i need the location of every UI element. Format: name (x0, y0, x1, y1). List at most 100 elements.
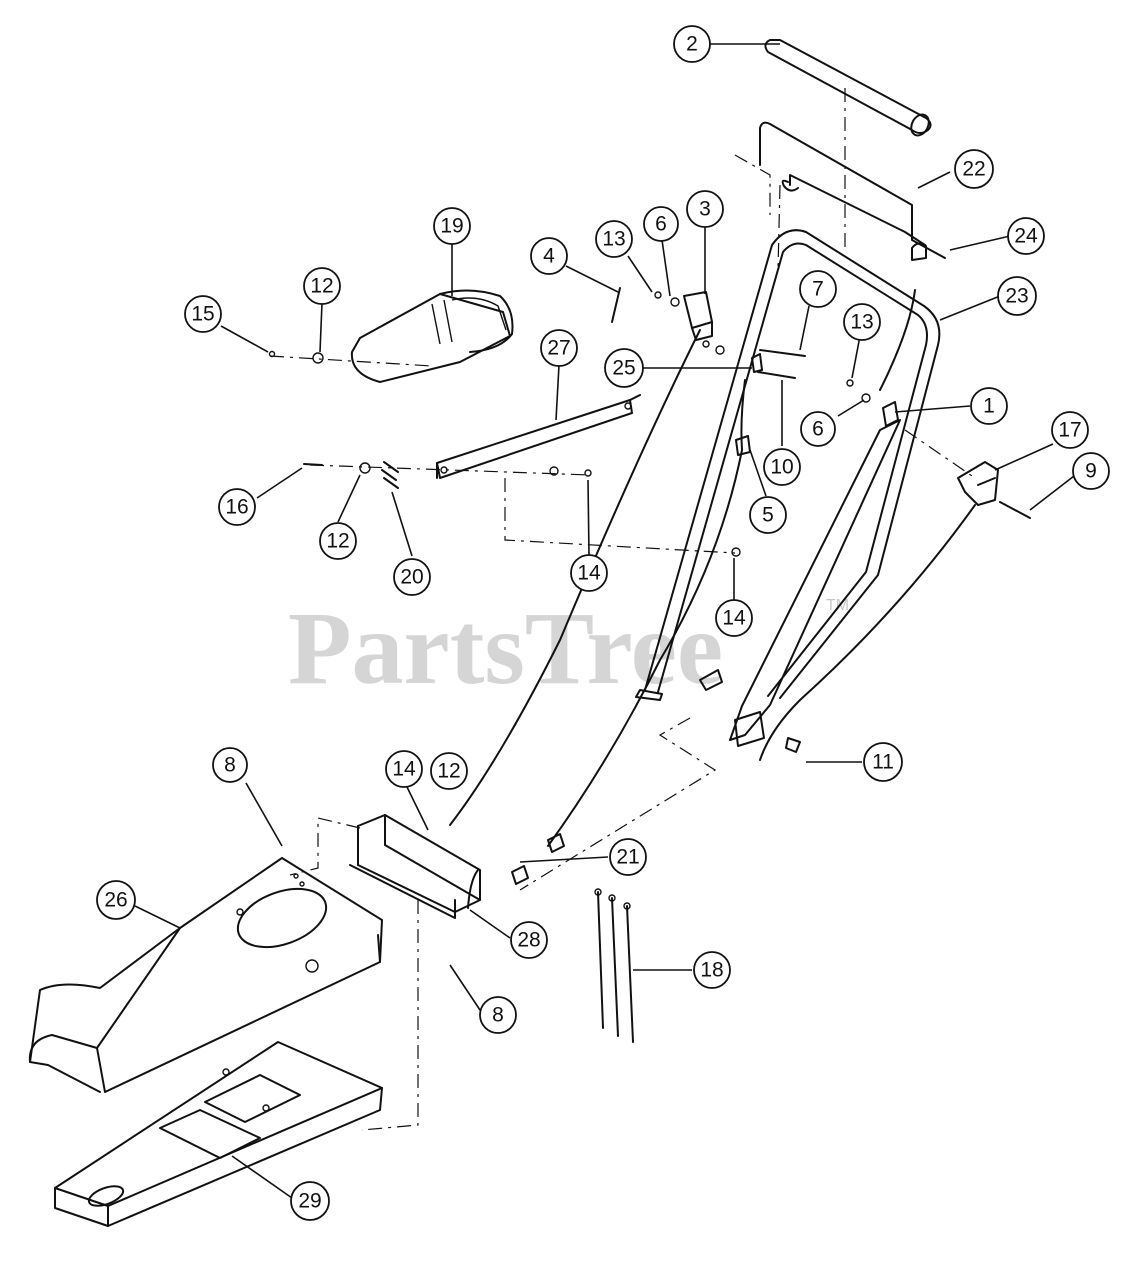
callout-12-upper[interactable]: 12 (303, 267, 341, 305)
svg-text:28: 28 (517, 929, 540, 952)
nut-14a (549, 466, 559, 476)
mount-bracket (349, 814, 481, 919)
callout-18[interactable]: 18 (693, 951, 731, 989)
screw-15 (268, 350, 276, 358)
alignment-line-17 (904, 429, 976, 479)
cable-cover (350, 289, 514, 383)
callout-28[interactable]: 28 (510, 921, 548, 959)
callout-14-upper[interactable]: 14 (570, 554, 608, 592)
control-housing (683, 291, 713, 341)
svg-text:17: 17 (1058, 419, 1081, 442)
svg-text:13: 13 (602, 228, 625, 251)
callout-17[interactable]: 17 (1051, 411, 1089, 449)
callout-10[interactable]: 10 (763, 448, 801, 486)
svg-text:14: 14 (577, 562, 601, 585)
svg-text:16: 16 (225, 496, 248, 519)
callout-26[interactable]: 26 (96, 880, 136, 920)
callout-14-lower[interactable]: 14 (385, 750, 423, 788)
watermark-trademark: TM (826, 597, 849, 614)
svg-text:23: 23 (1005, 285, 1028, 308)
callout-8-lower[interactable]: 8 (479, 996, 517, 1034)
hardware (268, 291, 1031, 753)
bolt-16 (303, 463, 323, 466)
callout-11[interactable]: 11 (863, 742, 903, 782)
svg-text:18: 18 (700, 959, 723, 982)
callout-14-right[interactable]: 14 (715, 599, 753, 637)
svg-text:5: 5 (762, 504, 774, 527)
svg-text:24: 24 (1014, 225, 1038, 248)
nut-13b (846, 379, 854, 387)
cable-left (449, 329, 701, 826)
callout-20[interactable]: 20 (393, 558, 431, 596)
callout-16[interactable]: 16 (218, 488, 256, 526)
callout-21[interactable]: 21 (609, 838, 647, 876)
spring-20 (381, 461, 399, 489)
alignment-line-14 (504, 478, 736, 554)
svg-text:2: 2 (686, 33, 698, 56)
svg-text:7: 7 (812, 278, 824, 301)
svg-text:20: 20 (400, 566, 423, 589)
screw-9 (999, 501, 1031, 519)
callout-27[interactable]: 27 (540, 329, 578, 367)
callout-29[interactable]: 29 (290, 1181, 330, 1221)
callout-8-upper[interactable]: 8 (212, 747, 248, 783)
svg-text:14: 14 (722, 607, 746, 630)
cables (449, 289, 976, 885)
callout-2[interactable]: 2 (673, 25, 711, 63)
svg-text:15: 15 (191, 303, 214, 326)
svg-text:14: 14 (392, 758, 416, 781)
svg-text:27: 27 (547, 337, 570, 360)
callout-12-middle[interactable]: 12 (319, 522, 357, 560)
svg-text:3: 3 (699, 198, 711, 221)
bolt-7 (759, 349, 806, 357)
callout-23[interactable]: 23 (997, 276, 1037, 316)
callout-13-right[interactable]: 13 (843, 303, 881, 341)
callout-5[interactable]: 5 (749, 496, 787, 534)
callout-24[interactable]: 24 (1007, 217, 1045, 255)
alignment-line-bail-2 (777, 184, 781, 271)
callout-22[interactable]: 22 (954, 149, 994, 189)
hand-grip (764, 39, 932, 137)
svg-text:21: 21 (616, 846, 639, 869)
bolt-11 (785, 737, 801, 753)
callout-6-upper-left[interactable]: 6 (643, 206, 679, 242)
alignment-line-26 (289, 817, 361, 876)
svg-text:6: 6 (655, 213, 667, 236)
callout-6-right[interactable]: 6 (800, 411, 836, 447)
callout-19[interactable]: 19 (433, 207, 471, 245)
alignment-line-bail (734, 154, 771, 215)
support-bracket (436, 394, 641, 479)
svg-text:29: 29 (298, 1190, 321, 1213)
callout-25[interactable]: 25 (604, 348, 644, 388)
callout-9[interactable]: 9 (1072, 452, 1110, 490)
callout-13-upper-left[interactable]: 13 (595, 220, 633, 258)
leader-lines (134, 43, 1075, 1199)
svg-text:22: 22 (962, 158, 985, 181)
callout-1[interactable]: 1 (970, 387, 1008, 425)
svg-text:12: 12 (310, 275, 333, 298)
svg-text:4: 4 (543, 245, 555, 268)
svg-text:6: 6 (812, 418, 824, 441)
svg-text:1: 1 (983, 395, 995, 418)
nut-14b (584, 469, 592, 477)
callout-12-lower[interactable]: 12 (430, 752, 468, 790)
washer-6a (670, 297, 680, 307)
svg-text:9: 9 (1085, 460, 1097, 483)
alignment-line-21 (519, 717, 717, 891)
top-frame (28, 857, 383, 1093)
svg-text:12: 12 (437, 760, 460, 783)
washer-6b (861, 393, 871, 403)
bolt-10 (757, 371, 796, 379)
callout-3[interactable]: 3 (686, 190, 724, 228)
cable-ties (594, 888, 634, 1043)
callout-15[interactable]: 15 (184, 295, 222, 333)
svg-text:13: 13 (850, 311, 873, 334)
svg-text:8: 8 (492, 1004, 504, 1027)
callout-4[interactable]: 4 (530, 237, 568, 275)
callout-7[interactable]: 7 (799, 270, 837, 308)
bail-clip (911, 242, 927, 261)
svg-text:11: 11 (872, 751, 894, 774)
watermark-text: PartsTree (288, 591, 723, 706)
